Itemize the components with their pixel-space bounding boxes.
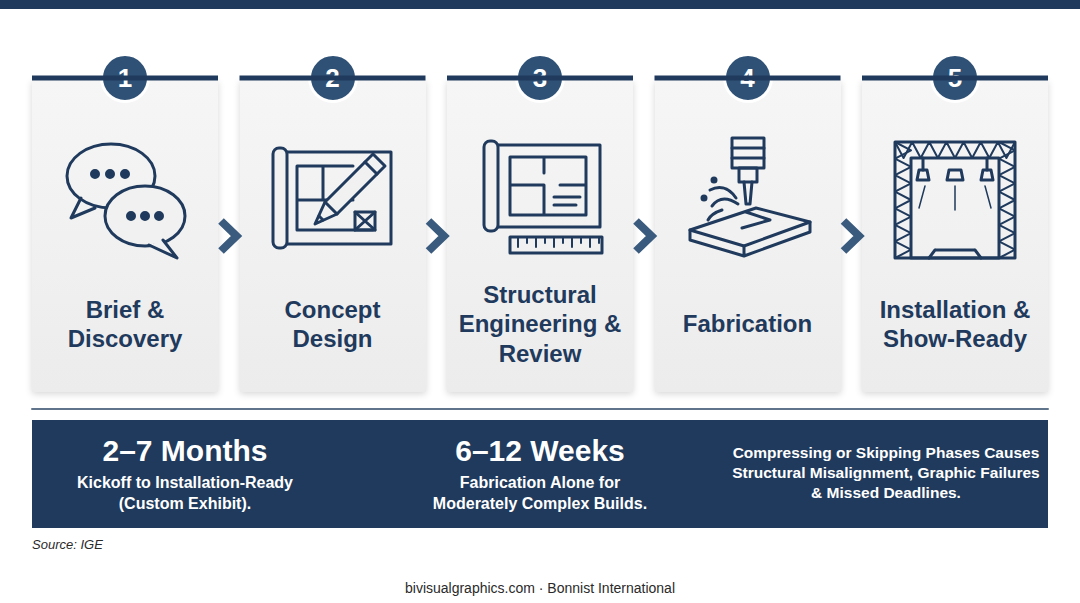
speech-bubble-icon xyxy=(67,144,185,258)
step-number: 5 xyxy=(948,65,962,91)
phase-title: Installation & Show-Ready xyxy=(868,295,1042,354)
phase-card: Fabrication xyxy=(655,80,841,392)
truss-frame-icon xyxy=(895,142,1015,258)
phase-card: Structural Engineering & Review xyxy=(447,80,633,392)
step-number: 4 xyxy=(740,65,754,91)
step-number-circle: 5 xyxy=(930,53,980,103)
ruler-tick xyxy=(553,237,555,247)
phase-title: Concept Design xyxy=(246,295,420,354)
ruler-tick xyxy=(526,237,528,243)
title-area: Concept Design xyxy=(246,266,420,382)
ruler-ticks xyxy=(518,237,599,247)
step-number: 1 xyxy=(118,65,132,91)
ruler-tick xyxy=(517,237,519,247)
phase-title: Brief & Discovery xyxy=(38,295,212,354)
top-bar xyxy=(0,0,1080,9)
chevron-arrow xyxy=(221,221,237,251)
step-number: 3 xyxy=(533,65,547,91)
chevron-arrow xyxy=(429,221,445,251)
ruler-tick xyxy=(589,237,591,247)
separator-line xyxy=(32,408,1048,410)
step-number-circle: 4 xyxy=(723,53,773,103)
ruler-tick xyxy=(562,237,564,243)
ruler-tick xyxy=(535,237,537,247)
summary-band: 2–7 MonthsKickoff to Installation-Ready … xyxy=(32,420,1048,528)
truss-zigzag xyxy=(999,142,1015,258)
source-note: Source: IGE xyxy=(32,537,103,552)
truss-zigzag xyxy=(895,142,1015,158)
stat-figure: 2–7 Months xyxy=(45,434,325,467)
title-area: Fabrication xyxy=(661,266,835,382)
title-area: Brief & Discovery xyxy=(38,266,212,382)
phase-card: Brief & Discovery xyxy=(32,80,218,392)
blueprint-pencil-icon xyxy=(273,148,391,248)
step-number-circle: 1 xyxy=(100,53,150,103)
title-area: Installation & Show-Ready xyxy=(868,266,1042,382)
phase-card: Concept Design xyxy=(240,80,426,392)
card-top-rule xyxy=(240,76,426,81)
step-number: 2 xyxy=(325,65,339,91)
stat-note: Fabrication Alone for Moderately Complex… xyxy=(420,473,660,515)
card-top-rule xyxy=(862,76,1048,81)
phase-title: Fabrication xyxy=(683,309,812,338)
card-top-rule xyxy=(655,76,841,81)
phase-title: Structural Engineering & Review xyxy=(453,280,627,368)
cnc-machining-icon xyxy=(690,138,810,256)
phase-card: Installation & Show-Ready xyxy=(862,80,1048,392)
ruler-tick xyxy=(544,237,546,243)
ruler-tick xyxy=(598,237,600,243)
step-number-circle: 3 xyxy=(515,53,565,103)
card-top-rule xyxy=(32,76,218,81)
truss-lattice xyxy=(895,142,1015,258)
credit-line: bivisualgraphics.com · Bonnist Internati… xyxy=(0,580,1080,596)
stat-figure: 6–12 Weeks xyxy=(400,434,680,467)
step-number-circle: 2 xyxy=(308,53,358,103)
truss-zigzag xyxy=(895,142,911,258)
ruler-tick xyxy=(580,237,582,243)
ruler-tick xyxy=(571,237,573,247)
chevron-arrow xyxy=(844,221,860,251)
floorplan-ruler-icon xyxy=(484,141,602,253)
stat-note: Compressing or Skipping Phases Causes St… xyxy=(727,443,1045,503)
chevron-arrow xyxy=(636,221,652,251)
title-area: Structural Engineering & Review xyxy=(453,266,627,382)
stat-note: Kickoff to Installation-Ready (Custom Ex… xyxy=(50,473,320,515)
card-top-rule xyxy=(447,76,633,81)
